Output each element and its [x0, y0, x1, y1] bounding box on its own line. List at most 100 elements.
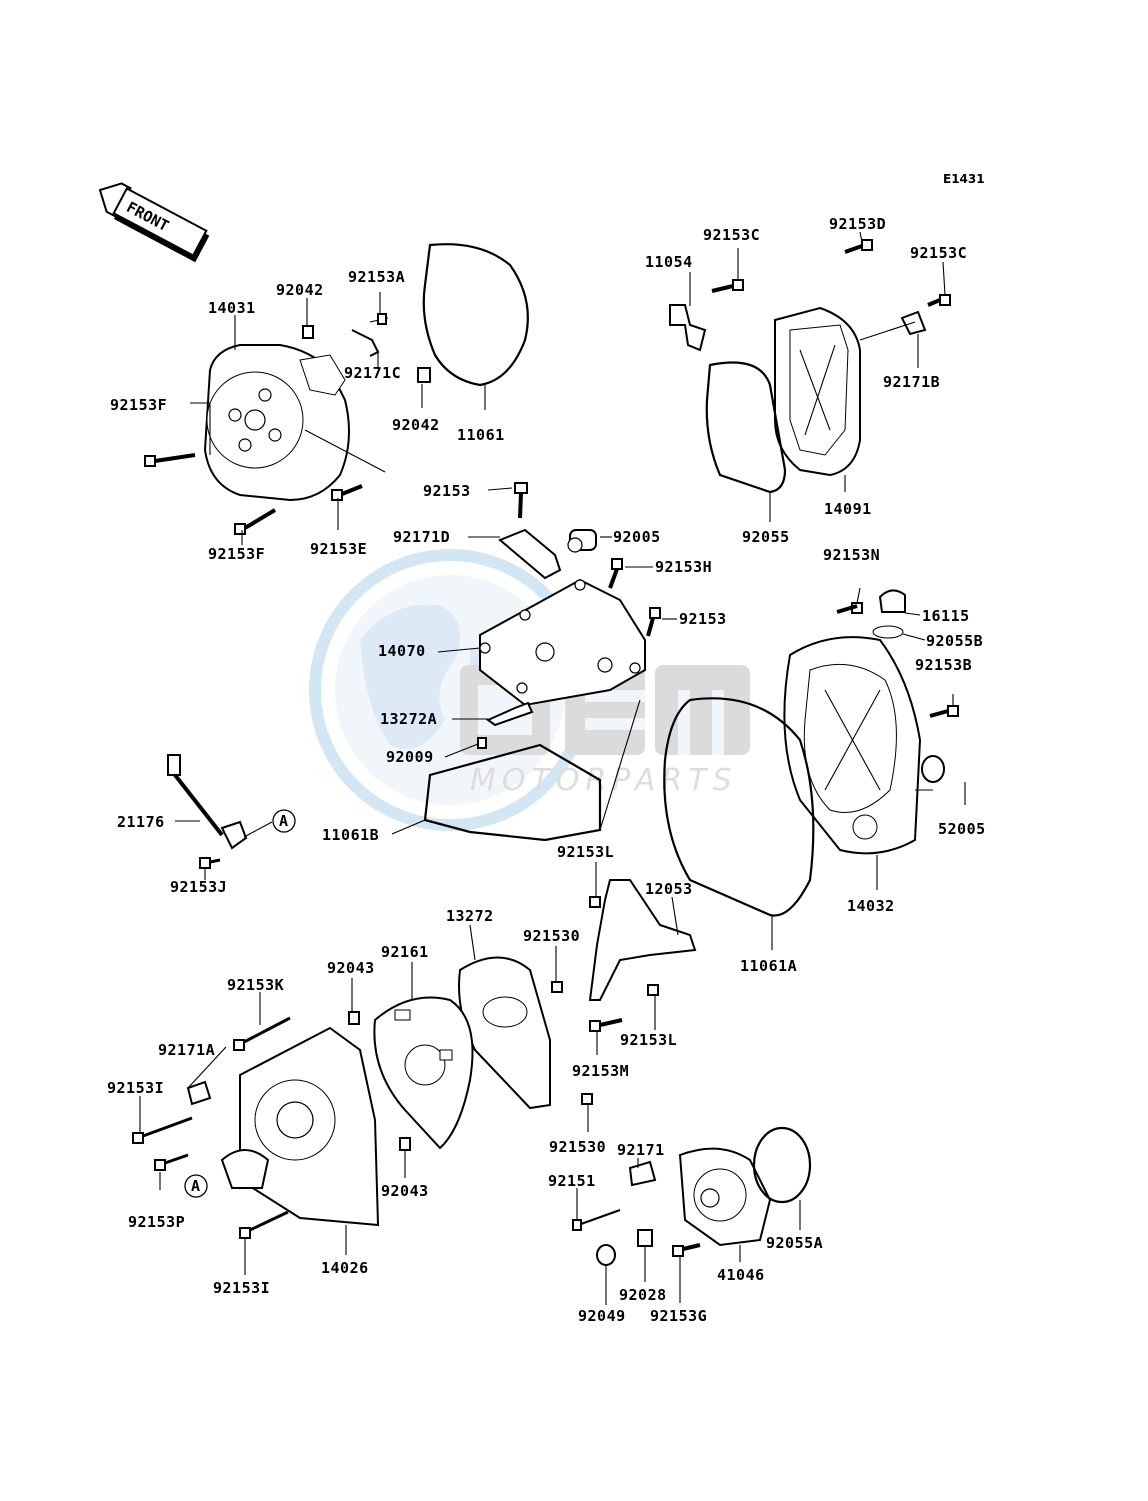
label-14091: 14091 — [824, 500, 872, 518]
bolt-92153C-left — [711, 279, 744, 293]
label-13272: 13272 — [446, 907, 494, 925]
plate-13272A — [485, 701, 534, 727]
bolt-92153N — [836, 602, 863, 614]
callout-A-lower: A — [184, 1174, 208, 1198]
label-92153-center: 92153 — [423, 482, 471, 500]
label-92153-right: 92153 — [679, 610, 727, 628]
bolt-92153L-lower — [647, 984, 659, 996]
label-92153L-upper: 92153L — [557, 843, 614, 861]
label-21176: 21176 — [117, 813, 165, 831]
label-92042: 92042 — [392, 416, 440, 434]
label-92153A: 92153A — [348, 268, 405, 286]
label-92153J: 92153J — [170, 878, 227, 896]
slave-cylinder-41046 — [678, 1147, 772, 1247]
label-52005: 52005 — [938, 820, 986, 838]
label-92153F-upper: 92153F — [110, 396, 167, 414]
guard-12053 — [588, 879, 697, 1001]
label-92153I-upper: 92153I — [107, 1079, 164, 1097]
label-92171C: 92171C — [344, 364, 401, 382]
bolt-92153L-upper — [589, 896, 601, 908]
label-92153E: 92153E — [310, 540, 367, 558]
gasket-11061A — [663, 697, 815, 917]
svg-text:A: A — [279, 812, 289, 830]
label-92153N: 92153N — [823, 546, 880, 564]
svg-text:A: A — [191, 1177, 201, 1195]
bracket-92171D — [498, 528, 562, 580]
sensor-92005 — [567, 529, 597, 553]
damper-92161 — [373, 996, 474, 1150]
label-92055B: 92055B — [926, 632, 983, 650]
oring-92055B — [872, 625, 904, 639]
label-13272A: 13272A — [380, 710, 437, 728]
label-92153B: 92153B — [915, 656, 972, 674]
label-92005: 92005 — [613, 528, 661, 546]
label-92055: 92055 — [742, 528, 790, 546]
bolt-92153-center — [514, 482, 528, 519]
plate-13272-hole — [482, 996, 528, 1028]
bolt-92151 — [572, 1209, 621, 1231]
label-16115: 16115 — [922, 607, 970, 625]
label-14031: 14031 — [208, 299, 256, 317]
label-92049: 92049 — [578, 1307, 626, 1325]
label-921530-upper: 921530 — [523, 927, 580, 945]
label-92171D: 92171D — [393, 528, 450, 546]
dowel-92043-bottom — [399, 1137, 411, 1151]
bolt-92153K — [233, 1016, 291, 1051]
label-41046: 41046 — [717, 1266, 765, 1284]
sprocket-cover-14026 — [220, 1026, 380, 1227]
label-92009: 92009 — [386, 748, 434, 766]
label-92153C-left: 92153C — [703, 226, 760, 244]
bolt-92153E — [331, 484, 363, 501]
bolt-92153I-upper — [132, 1116, 193, 1144]
clutch-cover-14032 — [783, 636, 922, 855]
leader-lines — [139, 231, 966, 1305]
plug-92009 — [477, 737, 487, 749]
bolt-92153B — [929, 705, 959, 718]
gasket-92055 — [705, 361, 787, 494]
label-11054: 11054 — [645, 253, 693, 271]
bolt-92153A — [369, 313, 389, 325]
label-14026: 14026 — [321, 1259, 369, 1277]
label-92153I-lower: 92153I — [213, 1279, 270, 1297]
dowel-92042 — [417, 367, 431, 383]
bolt-92153F-upper — [144, 453, 196, 467]
clamp-92171 — [628, 1160, 657, 1187]
gasket-11061B — [423, 743, 602, 842]
label-92171: 92171 — [617, 1141, 665, 1159]
label-921530-lower: 921530 — [549, 1138, 606, 1156]
label-92161: 92161 — [381, 943, 429, 961]
label-92043-bottom: 92043 — [381, 1182, 429, 1200]
dowel-92043-top — [348, 1011, 360, 1025]
part-labels: 14031 92042 92153A 92171C 92042 11061 92… — [107, 215, 986, 1325]
front-direction-arrow: FRONT — [98, 182, 210, 263]
label-92153K: 92153K — [227, 976, 284, 994]
bolt-92153F-lower — [234, 508, 277, 535]
label-92042-top: 92042 — [276, 281, 324, 299]
label-14070: 14070 — [378, 642, 426, 660]
plate-13272 — [458, 956, 551, 1110]
label-92153F-lower: 92153F — [208, 545, 265, 563]
bolt-92153D — [844, 239, 873, 254]
label-92153G: 92153G — [650, 1307, 707, 1325]
label-11061: 11061 — [457, 426, 505, 444]
bolt-92153-right — [646, 607, 661, 637]
bolt-92153C-right — [927, 294, 951, 307]
bolt-92153J — [199, 857, 221, 869]
generator-cover-14031 — [203, 344, 350, 502]
label-92153P: 92153P — [128, 1213, 185, 1231]
label-92171B: 92171B — [883, 373, 940, 391]
sensor-21176 — [167, 754, 248, 850]
bolt-92153I-lower — [239, 1210, 289, 1239]
oring-92055A — [752, 1126, 812, 1204]
gasket-11061 — [422, 243, 529, 387]
cover-14091 — [774, 306, 861, 477]
clamp-92171C — [351, 329, 380, 357]
cover-14070 — [479, 578, 646, 707]
seal-52005 — [921, 755, 945, 783]
label-92153M: 92153M — [572, 1062, 629, 1080]
bolt-92153H — [608, 558, 623, 589]
watermark-text: MOTORPARTS — [470, 763, 738, 798]
label-14032: 14032 — [847, 897, 895, 915]
label-12053: 12053 — [645, 880, 693, 898]
